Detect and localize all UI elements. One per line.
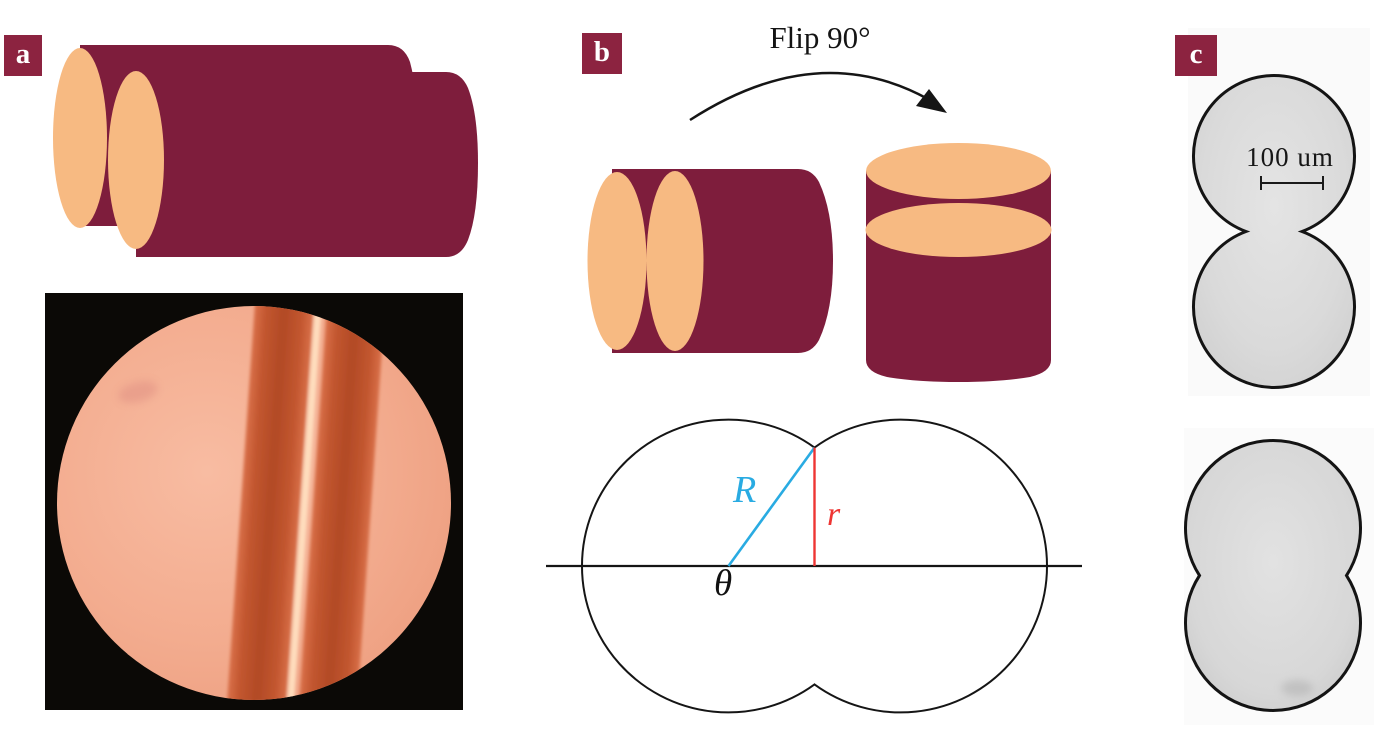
cross-section-diagram [546, 418, 1082, 714]
fused-droplets-late [1184, 439, 1362, 712]
fused-circles-outline [580, 418, 1049, 714]
rear-cylinder-cap [53, 48, 107, 228]
micrograph-smudge [118, 381, 158, 403]
vertical-top-face-rear [866, 143, 1051, 199]
panel-a-label: a [15, 38, 31, 70]
vertical-cylinder-body [866, 171, 1051, 382]
panel-b-badge: b [582, 33, 622, 74]
vertical-top-face-front [865, 203, 1052, 257]
fiber-strand-right [297, 306, 386, 700]
cylinder-vertical-illustration [865, 143, 1052, 382]
panel-a-badge: a [4, 35, 42, 76]
droplet-micrograph-top [1188, 28, 1370, 396]
radius-R-line [727, 446, 816, 567]
front-cylinder-cap [108, 71, 164, 249]
panel-b-label: b [593, 36, 611, 68]
fiber-micrograph [45, 293, 463, 710]
scale-bar-label: 100 um [1246, 142, 1334, 172]
droplet-dark-spot [1281, 680, 1313, 696]
panel-c-label: c [1189, 38, 1203, 70]
flip-arrow-curve [689, 71, 929, 122]
flip-annotation: Flip 90° [769, 20, 871, 55]
scale-bar [1260, 176, 1324, 190]
cylinder-horizontal-illustration [587, 169, 833, 353]
droplet-micrograph-bottom [1184, 428, 1374, 725]
flip-arrowhead [916, 89, 947, 113]
label-r: r [827, 496, 841, 533]
panel-c-badge: c [1175, 35, 1217, 76]
flip-arrow [689, 71, 947, 122]
label-R: R [733, 469, 757, 511]
label-theta: θ [714, 563, 733, 604]
fiber-gap-highlight [285, 306, 324, 700]
horizontal-cap-front [646, 171, 704, 351]
cylinder-pair-illustration [53, 45, 478, 257]
fused-droplets-early [1192, 74, 1356, 389]
horizontal-cap-rear [587, 172, 647, 350]
fiber-strand-left [225, 306, 316, 700]
front-cylinder-body [136, 72, 478, 257]
